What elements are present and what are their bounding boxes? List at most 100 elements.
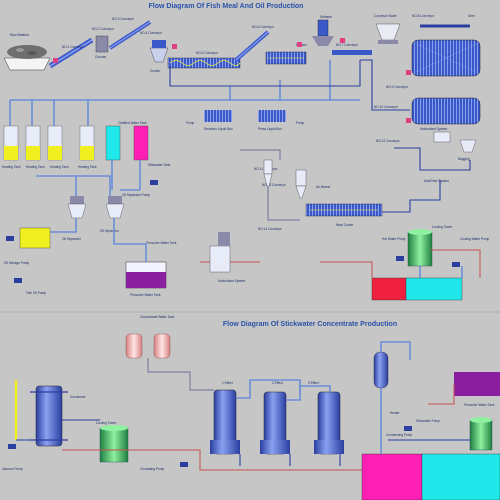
- conveyor-14-label: NO.14 Conveyor: [258, 227, 283, 231]
- condenser-column: [30, 385, 68, 447]
- pump-label-2: Pump: [296, 121, 305, 125]
- fish-oil-tank: [19, 227, 51, 249]
- bagging-hopper: [459, 139, 477, 153]
- top-pipes: [9, 59, 481, 278]
- cyclone-1: [263, 159, 273, 187]
- cooker-label: Cooker: [150, 69, 161, 73]
- defaster-label: Defaster: [320, 15, 333, 19]
- clarified-water-tank: [105, 125, 121, 161]
- pump-label-1: Pump: [186, 121, 195, 125]
- heater-label: Heater: [390, 411, 401, 415]
- cooker-screw: [167, 57, 241, 69]
- heating-tanks: [3, 125, 95, 161]
- conveyor-3: [108, 20, 152, 50]
- conveyor-scale: [375, 23, 401, 44]
- effect-3-label: 3 Effect: [308, 381, 319, 385]
- conveyor-2-label: NO.2 Conveyor: [92, 27, 115, 31]
- motor-presser: [297, 42, 302, 47]
- condenser-label: Condenser: [70, 395, 87, 399]
- press-liquid-box-label: Press Liquid Box: [258, 127, 282, 131]
- drier-2: [411, 97, 481, 125]
- presser: [265, 51, 307, 65]
- fish-oil-pump-label: Fish Oil Pump: [26, 291, 46, 295]
- stickwater-tank-label: Stickwater Tank: [148, 163, 171, 167]
- conveyor-5-label: NO.5 Conveyor: [196, 51, 219, 55]
- oil-separator-2: [105, 196, 125, 219]
- conveyor-4-label: NO.4 Conveyor: [140, 31, 163, 35]
- effect-2-label: 2 Effect: [272, 381, 283, 385]
- hot-water-tank: [371, 277, 407, 301]
- cooling-tower-bottom-label: Cooling Tower: [96, 421, 117, 425]
- raw-material-label: Raw Material: [10, 33, 29, 37]
- cooling-tower-top: [407, 229, 433, 267]
- cooling-tower-bottom: [99, 425, 129, 463]
- effect-1-label: 1 Effect: [222, 381, 233, 385]
- oil-separator-label-2: Oil Separator: [100, 229, 120, 233]
- antioxidant-label-2: Antioxidant System: [218, 279, 246, 283]
- pink-tank-1: [125, 333, 143, 359]
- pumps: [6, 180, 460, 467]
- stickwater-title: Flow Diagram Of Stickwater Concentrate P…: [223, 321, 397, 328]
- clarified-water-tank-label: Clarified Water Tank: [118, 121, 147, 125]
- purple-tank-right: [454, 372, 500, 396]
- fish-meal-title: Flow Diagram Of Fish Meal And Oil Produc…: [149, 3, 304, 10]
- precooler-water-tank-bottom-label: Precooler Water Tank: [464, 403, 495, 407]
- meal-cooler-label: Meal Cooler: [336, 223, 354, 227]
- conveyor-8-label: NO.8 Conveyor: [412, 14, 435, 18]
- concentrate-tank-cyan: [421, 453, 500, 500]
- conveyor-12-label: NO.12 Conveyor: [376, 139, 401, 143]
- stickwater-tank: [133, 125, 149, 161]
- antioxidant-system: [433, 131, 451, 143]
- vacuum-pump-label: Vacuum Pump: [2, 467, 23, 471]
- heating-tank-label-1: Heating Tank: [2, 165, 21, 169]
- conveyor-1-label: NO.1 Conveyor: [62, 45, 85, 49]
- conveyor-7: [332, 50, 372, 55]
- motor-7: [340, 38, 345, 43]
- circulating-pump-label: Circulating Pump: [140, 467, 164, 471]
- effect-1: [210, 389, 240, 455]
- motor-10: [406, 118, 411, 123]
- press-liquid-box: [258, 110, 286, 122]
- decanter-liquid-box: [204, 110, 232, 122]
- oil-separator-label-1: Oil Separator: [62, 237, 82, 241]
- effect-3: [314, 391, 344, 455]
- precooler-tank-top-label: Precooler Water Tank: [146, 241, 177, 245]
- effect-2: [260, 391, 290, 455]
- meal-cooler: [305, 203, 383, 217]
- conveyor-13-label: NO.13 Conveyor: [262, 183, 287, 187]
- cooling-tower-label: Cooling Tower: [432, 225, 453, 229]
- stickwater-pump-label: Stickwater Pump: [416, 419, 440, 423]
- cyclone-2: [295, 169, 307, 199]
- decanter-unit: [209, 232, 231, 273]
- motor-1: [53, 58, 58, 63]
- cold-water-tank: [405, 277, 463, 301]
- precooler-water-tank: [125, 261, 167, 289]
- concentrate-water-tank-label: Concentrate Water Tank: [140, 315, 175, 319]
- conveyor-scale-label: Conveyor Scale: [374, 14, 397, 18]
- hot-water-pump-label: Hot Water Pump: [382, 237, 406, 241]
- conveyor-6-label: NO.6 Conveyor: [252, 25, 275, 29]
- crusher: [95, 35, 109, 53]
- oil-separator-pump-label: Oil Separator Pump: [122, 193, 150, 197]
- air-blower-label: Air Blower: [316, 185, 331, 189]
- oil-storage-pump-label: Oil Storage Pump: [4, 261, 29, 265]
- bottom-pipes: [16, 358, 470, 471]
- concentrate-tank-magenta: [361, 453, 423, 500]
- motor-cooker: [172, 44, 177, 49]
- conveyor-6: [234, 30, 270, 62]
- heating-tank-label-3: Heating Tank: [50, 165, 69, 169]
- conveyor-9-label: NO.9 Conveyor: [386, 85, 409, 89]
- cooling-tower-right: [469, 417, 493, 451]
- heating-tank-label-4: Heating Tank: [78, 165, 97, 169]
- cooling-water-pump-label: Cooling Water Pump: [460, 237, 490, 241]
- raw-material-hopper: [3, 45, 51, 71]
- oil-separator-1: [67, 196, 87, 219]
- heater-column: [373, 341, 411, 389]
- heating-tank-label-2: Heating Tank: [26, 165, 45, 169]
- drier-1: [411, 39, 481, 77]
- pink-tank-2: [153, 333, 171, 359]
- motor-9: [406, 70, 411, 75]
- crusher-label: Crusher: [95, 55, 107, 59]
- conveyor-3-label: NO.3 Conveyor: [112, 17, 135, 21]
